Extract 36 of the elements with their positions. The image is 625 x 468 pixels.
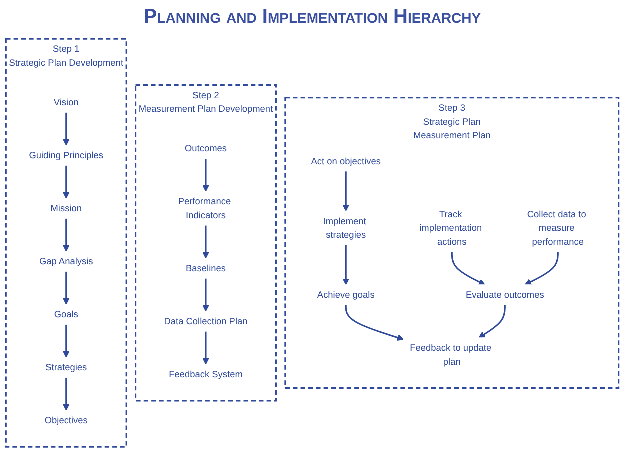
diagram-title: Planning and Implementation Hierarchy <box>142 6 482 29</box>
arrow <box>62 378 70 412</box>
node-text: Collect data to measure performance <box>527 209 586 248</box>
arrow <box>524 252 559 286</box>
node-text: Implement strategies <box>323 216 366 241</box>
arrow <box>202 226 210 260</box>
node-text: Gap Analysis <box>39 256 94 268</box>
arrow <box>342 245 350 286</box>
node-text: Mission <box>50 204 82 214</box>
node-text: Data Collection Plan <box>164 316 248 328</box>
node-text: Feedback to update plan <box>410 342 492 368</box>
arrow <box>62 166 70 200</box>
node-text: Achieve goals <box>317 290 375 301</box>
arrow <box>342 172 350 212</box>
arrow <box>202 278 210 312</box>
node-text: Outcomes <box>184 144 228 154</box>
node-text: Performance Indicators <box>178 196 232 222</box>
node-text: Goals <box>54 310 78 320</box>
node-text: Baselines <box>186 263 226 274</box>
node-text: Evaluate outcomes <box>466 290 544 301</box>
arrow <box>478 305 506 339</box>
arrow <box>62 112 70 146</box>
arrow <box>62 272 70 306</box>
arrow <box>62 218 70 252</box>
node-text: Objectives <box>44 416 88 426</box>
arrow <box>345 305 404 342</box>
node-text: Vision <box>54 98 79 108</box>
arrow <box>451 252 486 286</box>
arrow <box>202 332 210 366</box>
arrow <box>62 324 70 358</box>
node-text: Guiding Principles <box>29 150 104 162</box>
node-text: Feedback System <box>169 369 243 380</box>
node-text: Track implementation actions <box>420 209 482 248</box>
node-text: Strategies <box>46 362 88 374</box>
arrow <box>202 158 210 192</box>
node-text: Act on objectives <box>311 156 381 168</box>
